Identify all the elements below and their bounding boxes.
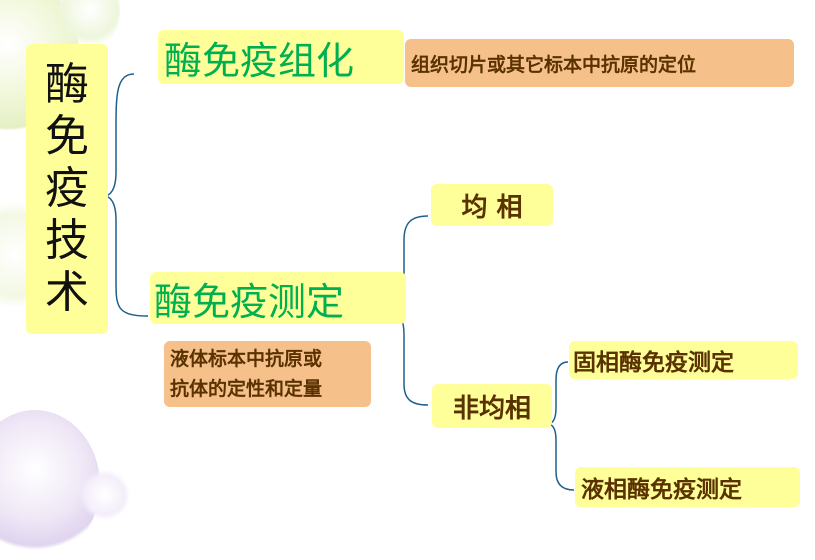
desc-enzyme-immunoassay: 液体标本中抗原或 抗体的定性和定量: [164, 341, 371, 407]
root-node: 酶 免 疫 技 术: [26, 44, 108, 334]
node-heterogeneous: 非均相: [432, 384, 552, 428]
desc-immunohistochemistry: 组织切片或其它标本中抗原的定位: [405, 39, 794, 87]
desc-line: 抗体的定性和定量: [170, 378, 323, 400]
node-homogeneous: 均 相: [431, 184, 553, 226]
node-label: 固相酶免疫测定: [573, 350, 734, 376]
root-char: 酶: [45, 59, 89, 110]
node-label: 酶免疫测定: [154, 279, 345, 324]
desc-text: 组织切片或其它标本中抗原的定位: [411, 53, 697, 76]
node-label: 液相酶免疫测定: [581, 477, 742, 503]
node-label: 酶免疫组化: [164, 38, 355, 83]
root-char: 疫: [45, 163, 89, 214]
node-liquid-phase-eia: 液相酶免疫测定: [575, 467, 800, 507]
node-label: 均 相: [461, 192, 523, 223]
root-char: 免: [45, 111, 89, 162]
root-char: 术: [45, 267, 89, 318]
bracket-root: [103, 73, 149, 317]
node-enzyme-immunoassay: 酶免疫测定: [150, 272, 406, 324]
root-char: 技: [45, 215, 89, 266]
desc-line: 液体标本中抗原或: [170, 348, 323, 370]
node-label: 非均相: [452, 393, 531, 424]
node-solid-phase-eia: 固相酶免疫测定: [569, 341, 798, 379]
bracket-hetero: [547, 361, 575, 491]
node-immunohistochemistry: 酶免疫组化: [158, 30, 404, 84]
